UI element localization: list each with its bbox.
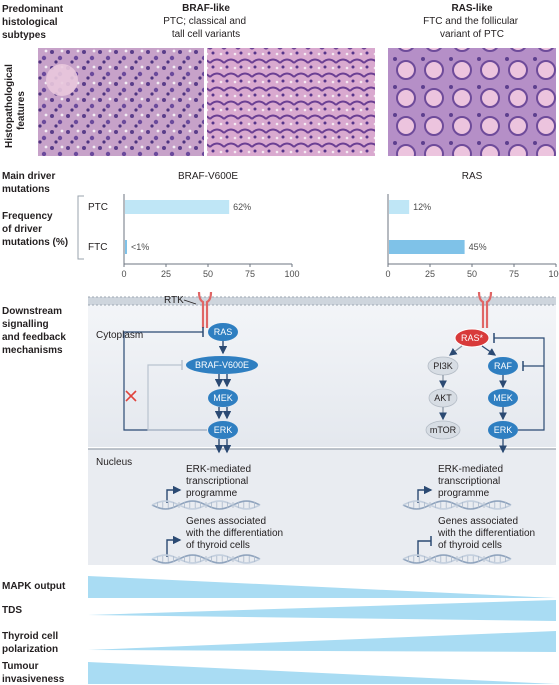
node-mek: [208, 389, 238, 407]
receptor-icon: [197, 291, 213, 328]
cytoplasm-label: Cytoplasm: [96, 330, 143, 341]
node-raf: [488, 357, 518, 375]
node-mek-right: [488, 389, 518, 407]
cell-membrane: [88, 297, 556, 305]
node-mek-label: MEK: [213, 393, 233, 403]
wedge-polarization: [88, 631, 556, 652]
wedge-mapk-output: [88, 576, 556, 598]
rtk-label: RTK: [164, 295, 184, 306]
ras-like-title: RAS-like: [451, 3, 493, 14]
braf-chart-tick-label: 100: [284, 269, 299, 279]
label-driver-mutations: Main driver mutations: [2, 171, 58, 195]
node-mtor-label: mTOR: [430, 425, 457, 435]
frequency-bracket: [77, 195, 84, 260]
genes-right: Genes associated with the differentiatio…: [437, 516, 538, 551]
feedback-erk-ras-right: [494, 337, 545, 431]
ras-chart-bar: [389, 200, 410, 214]
frequency-chart-braf: 0 25 50 75 100 PTC 62% FTC <1%: [88, 194, 300, 279]
wedge-invasiveness: [88, 662, 556, 684]
label-tds: TDS: [2, 605, 22, 616]
braf-chart-value-label: 62%: [233, 202, 251, 212]
node-braf-v600e-label: BRAF-V600E: [195, 360, 249, 370]
node-raf-label: RAF: [494, 361, 513, 371]
ras-chart-tick-label: 25: [425, 269, 435, 279]
nucleus-label: Nucleus: [96, 457, 132, 468]
node-mek-right-label: MEK: [493, 393, 513, 403]
dna-helix-icon: [151, 554, 261, 564]
node-ras-mutant-label: RAS*: [461, 333, 484, 343]
braf-chart-bar: [125, 200, 230, 214]
braf-chart-tick-label: 25: [161, 269, 171, 279]
dna-helix-icon: [402, 500, 512, 510]
inhibition-cross-icon: [125, 390, 137, 402]
dna-helix-icon: [402, 554, 512, 564]
label-histopathological: Histopathological features: [4, 61, 27, 148]
frequency-chart-ras: 0 25 50 75 100 12% 45%: [385, 194, 559, 279]
braf-chart-value-label: <1%: [131, 242, 149, 252]
node-ras: [208, 323, 238, 341]
node-braf-v600e: [186, 356, 258, 374]
node-ras-label: RAS: [214, 327, 233, 337]
promoter-arrow-left-lower: [166, 535, 182, 557]
dna-helix-icon: [151, 500, 261, 510]
node-akt-label: AKT: [434, 393, 452, 403]
signalling-panel: Cytoplasm Nucleus RTK RAS BRAF-V600E MEK…: [88, 291, 556, 565]
rtk-pointer: [183, 299, 197, 305]
node-mtor: [425, 420, 461, 440]
ras-chart-value-label: 12%: [413, 202, 431, 212]
header-braf: BRAF-like PTC; classical and tall cell v…: [163, 3, 249, 40]
dna-helix-icon: [151, 500, 512, 564]
node-erk-label: ERK: [214, 425, 233, 435]
cytoplasm-region: [88, 302, 556, 447]
label-frequency: Frequency of driver mutations (%): [2, 211, 68, 248]
wedge-tds: [88, 600, 556, 621]
braf-like-subtitle: PTC; classical and tall cell variants: [163, 16, 249, 40]
braf-chart-tick-label: 0: [121, 269, 126, 279]
braf-chart-bar: [125, 240, 127, 254]
label-subtypes: Predominant histological subtypes: [2, 4, 66, 41]
ras-chart-value-label: 45%: [469, 242, 487, 252]
braf-pathway: RAS BRAF-V600E MEK ERK: [123, 323, 258, 454]
braf-chart-category-label: PTC: [88, 202, 108, 213]
node-erk-right: [488, 421, 518, 439]
histology-detail: [46, 64, 78, 96]
ras-chart-tick-label: 75: [509, 269, 519, 279]
promoter-arrow-left-upper: [166, 485, 182, 503]
ras-chart-tick-label: 0: [385, 269, 390, 279]
braf-chart-category-label: FTC: [88, 242, 107, 253]
braf-chart-tick-label: 50: [203, 269, 213, 279]
gradient-wedges: [88, 576, 556, 684]
ras-chart-tick-label: 50: [467, 269, 477, 279]
ras-pathway: RAS* PI3K AKT mTOR RAF MEK ERK: [425, 328, 545, 454]
header-ras: RAS-like FTC and the follicular variant …: [423, 3, 521, 40]
label-downstream: Downstream signalling and feedback mecha…: [2, 306, 69, 356]
promoter-arrow-right-upper: [417, 485, 433, 503]
receptor-icon: [477, 291, 493, 328]
histology-image-ftc: [388, 48, 556, 156]
braf-like-title: BRAF-like: [182, 3, 230, 14]
promoter-inhibited-right-lower: [417, 540, 431, 557]
node-erk-right-label: ERK: [494, 425, 513, 435]
erk-programme-right: ERK-mediated transcriptional programme: [438, 464, 506, 499]
histology-image-tall-cell-ptc: [207, 48, 375, 156]
node-ras-mutant: [454, 328, 490, 348]
row-labels: Predominant histological subtypes Histop…: [2, 4, 69, 685]
ras-chart-tick-label: 100: [548, 269, 559, 279]
erk-programme-left: ERK-mediated transcriptional programme: [186, 464, 254, 499]
feedback-erk-braf-blocked: [147, 364, 207, 431]
braf-chart-tick-label: 75: [245, 269, 255, 279]
genes-left: Genes associated with the differentiatio…: [185, 516, 286, 551]
label-polarization: Thyroid cell polarization: [2, 631, 61, 655]
label-mapk-output: MAPK output: [2, 581, 66, 592]
ras-like-subtitle: FTC and the follicular variant of PTC: [423, 16, 521, 40]
driver-ras: RAS: [462, 171, 483, 182]
node-pi3k-label: PI3K: [433, 361, 453, 371]
label-invasiveness: Tumour invasiveness: [2, 661, 65, 685]
ras-chart-bar: [389, 240, 465, 254]
driver-braf-v600e: BRAF-V600E: [178, 171, 238, 182]
node-erk: [208, 421, 238, 439]
